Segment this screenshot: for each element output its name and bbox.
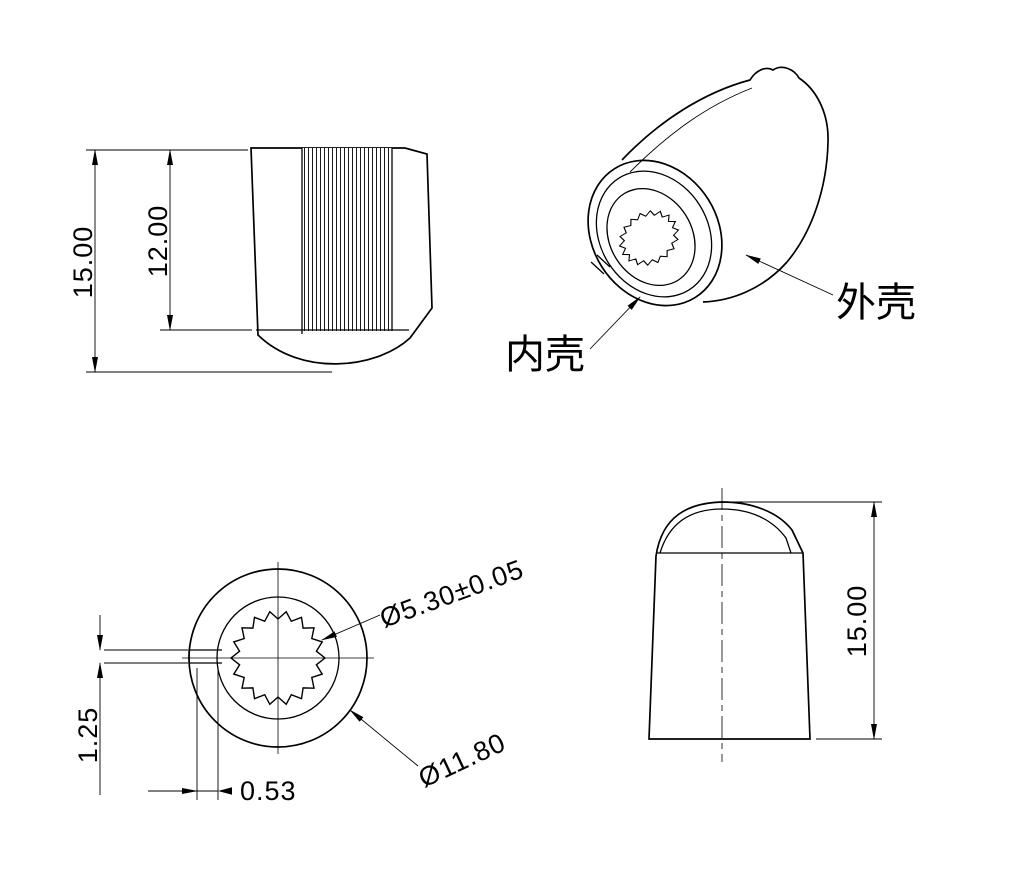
leader-outer-diameter [349,709,419,767]
top-dim-spline-hole: Ø5.30±0.05 [376,554,528,634]
label-inner-shell: 内壳 [505,333,585,377]
iso-slot-notch [590,254,611,275]
section-dim-inner-depth: 12.00 [143,205,173,278]
dim-slot-width-arrow-right [218,787,232,795]
inner-shell-circle [216,596,340,720]
slot-outline [188,649,222,664]
side-view: 15.00 [648,488,882,762]
side-outline [648,501,811,740]
top-dim-slot-width: 0.53 [240,776,297,806]
leader-spline-diameter [321,614,381,641]
section-view: 15.00 12.00 [68,147,433,373]
top-dim-outer-diameter: Ø11.80 [414,727,511,793]
top-view: 1.25 0.53 Ø5.30±0.05 Ø11.80 [73,554,528,806]
leader-inner-shell [589,296,641,350]
leader-outer-shell [745,254,834,296]
section-knurl-lines [302,148,392,331]
side-dome-inner-arc [659,508,792,554]
iso-body-seam [629,87,753,173]
side-dim-total-height: 15.00 [842,585,872,658]
iso-front-face-inner-rim [595,170,713,298]
iso-body-silhouette [621,66,829,303]
top-dim-slot-height: 1.25 [73,707,103,764]
iso-inner-shell-rim [606,187,696,287]
section-body-hatched [250,147,433,365]
iso-front-face-outer-rim [587,159,723,307]
section-dim-total-height: 15.00 [68,226,98,299]
label-outer-shell: 外壳 [836,281,916,325]
isometric-view: 内壳 外壳 [505,66,916,377]
